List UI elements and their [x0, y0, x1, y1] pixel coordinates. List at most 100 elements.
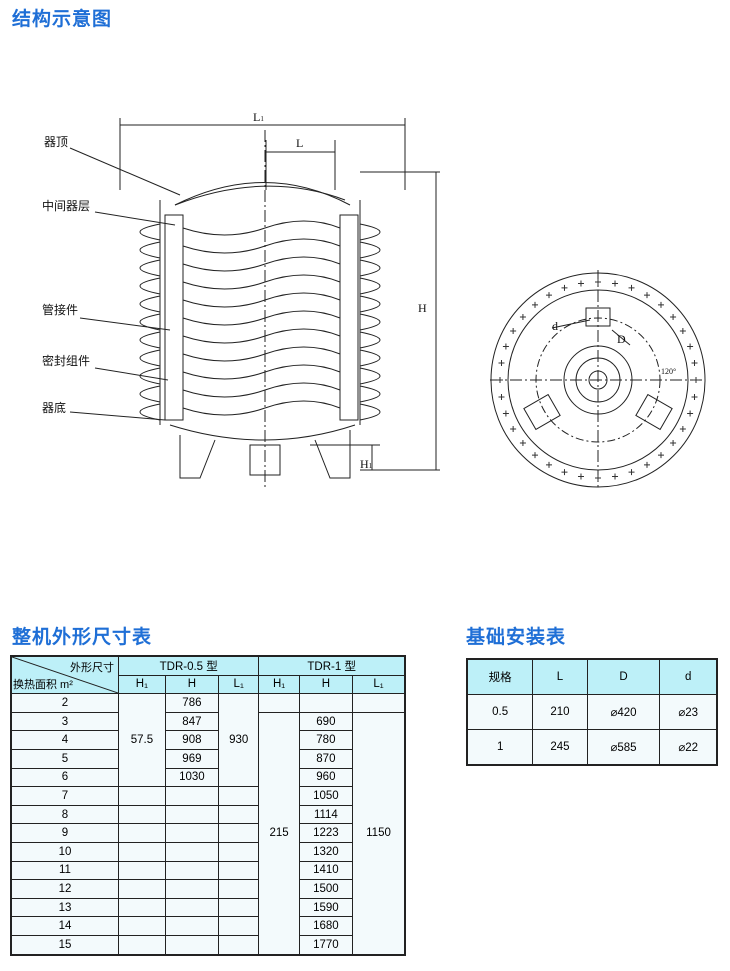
area-cell: 9 [10, 823, 119, 843]
pipe-loop [139, 295, 381, 313]
empty-cell [164, 934, 220, 956]
bolt-mark [561, 284, 568, 291]
empty-cell [164, 786, 220, 806]
dim-H1: H1 [360, 457, 373, 471]
coil-layer [182, 382, 341, 398]
area-cell: 3 [10, 711, 119, 732]
pipe-loop [139, 277, 381, 295]
pipe-loop [139, 403, 381, 421]
bolt-mark [612, 280, 619, 287]
area-cell: 4 [10, 730, 119, 750]
area-cell: 2 [10, 693, 119, 713]
empty-cell [351, 693, 406, 713]
empty-cell [118, 897, 166, 918]
bolt-mark [502, 410, 509, 417]
dim-L1: L1 [253, 110, 264, 124]
corner-top: 外形尺寸 [70, 662, 114, 674]
tdr05-l1-cell: 930 [217, 693, 260, 788]
table-row: 13 1590 [10, 897, 405, 918]
tdr1-h-cell: 1114 [298, 804, 353, 825]
pipe-loop [139, 313, 381, 331]
empty-cell [217, 804, 260, 825]
bolt-mark [498, 359, 505, 366]
tdr1-h-cell: 1410 [298, 860, 353, 881]
empty-cell [118, 916, 166, 936]
table-cell: ⌀23 [659, 694, 718, 730]
coil-layer [182, 238, 341, 254]
installation-title: 基础安装表 [466, 626, 567, 648]
coil-layer [182, 310, 341, 326]
column-header: D [586, 658, 661, 695]
coil-layer [182, 328, 341, 344]
empty-cell [164, 841, 220, 862]
column-header: 规格 [466, 658, 534, 695]
empty-cell [164, 823, 220, 843]
empty-cell [217, 897, 260, 918]
label-top: 器顶 [44, 135, 68, 149]
bolt-mark [644, 461, 650, 468]
bolt-mark [577, 280, 584, 287]
tdr1-h1-cell: 215 [258, 711, 300, 956]
table-cell: 1 [466, 729, 534, 766]
bolt-mark [510, 328, 517, 334]
dim-L: L [296, 136, 303, 150]
tdr1-h-cell [298, 693, 353, 713]
corner-bottom: 换热面积 m² [13, 679, 73, 692]
bolt-mark [577, 473, 584, 480]
bolt-mark [628, 469, 635, 476]
area-cell: 10 [10, 841, 119, 862]
label-bottom: 器底 [42, 400, 66, 415]
bolt-mark [546, 292, 552, 299]
empty-cell [164, 860, 220, 881]
column-header: H₁ [258, 674, 300, 695]
model-header: TDR-1 型 [258, 655, 406, 676]
coil-layer [182, 274, 341, 290]
pipe-loop [139, 385, 381, 403]
table-cell: 245 [532, 729, 588, 766]
tdr1-h-cell: 960 [298, 767, 353, 788]
column-header: H₁ [118, 674, 166, 695]
tdr1-h-cell: 1590 [298, 897, 353, 918]
bolt-mark [693, 377, 699, 383]
area-cell: 14 [10, 916, 119, 936]
coil-layer [182, 220, 341, 236]
model-header: TDR-0.5 型 [117, 655, 260, 676]
empty-cell [164, 804, 220, 825]
bolt-mark [546, 461, 552, 468]
bolt-mark [510, 426, 517, 432]
tdr05-h1-cell: 57.5 [118, 693, 166, 788]
bolt-mark [532, 301, 539, 308]
bolt-mark [657, 452, 664, 459]
pipe-loop [139, 259, 381, 277]
column-header: d [659, 658, 718, 695]
empty-cell [118, 860, 166, 881]
bolt-mark [670, 314, 677, 321]
label-middle-layer: 中间器层 [42, 198, 90, 213]
empty-cell [217, 786, 260, 806]
structure-title: 结构示意图 [12, 8, 113, 30]
empty-cell [164, 916, 220, 936]
column-header: H [164, 674, 220, 695]
empty-cell [164, 897, 220, 918]
area-cell: 6 [10, 767, 119, 788]
bolt-mark [670, 439, 677, 446]
tdr05-h-cell: 969 [164, 748, 220, 769]
area-cell: 13 [10, 897, 119, 918]
table-cell: ⌀585 [586, 729, 661, 766]
empty-cell [118, 841, 166, 862]
label-pipe-fitting: 管接件 [42, 302, 78, 317]
table-cell: ⌀22 [659, 729, 718, 766]
bolt-mark [644, 292, 650, 299]
bolt-mark [687, 343, 694, 350]
bolt-mark [657, 301, 664, 308]
area-cell: 12 [10, 879, 119, 899]
pipe-loop [139, 241, 381, 259]
